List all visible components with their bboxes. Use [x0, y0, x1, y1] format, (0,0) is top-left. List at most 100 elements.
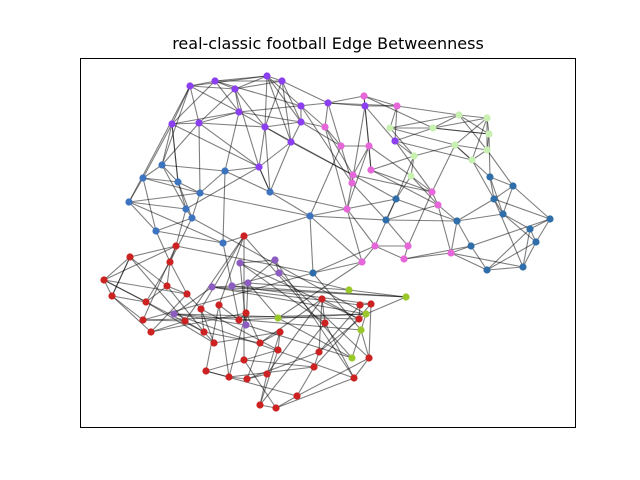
graph-edge [161, 122, 200, 166]
graph-edge [218, 304, 230, 378]
graph-node-blue [158, 161, 166, 169]
graph-edge [296, 357, 370, 397]
graph-edge [198, 122, 260, 168]
graph-edge [300, 105, 326, 128]
graph-node-purple [297, 118, 305, 126]
graph-node-red [310, 363, 318, 371]
graph-node-blue [152, 227, 160, 235]
graph-node-purple [261, 123, 269, 131]
graph-node-pink [348, 179, 356, 187]
graph-node-steel [490, 195, 498, 203]
graph-node-purple [297, 102, 305, 110]
graph-edge [512, 185, 551, 220]
graph-node-steel [453, 217, 461, 225]
graph-edge [458, 114, 488, 119]
graph-node-red [100, 276, 108, 284]
graph-node-red [242, 309, 250, 317]
graph-edge [142, 177, 201, 194]
graph-node-blue [219, 239, 227, 247]
graph-node-lightgreen [485, 130, 493, 138]
graph-edge [161, 164, 179, 183]
graph-node-lime [348, 354, 356, 362]
graph-node-red [365, 354, 373, 362]
graph-edge [177, 181, 201, 194]
graph-edge [309, 198, 397, 217]
graph-edge [432, 117, 488, 129]
graph-node-red [240, 356, 248, 364]
graph-node-pink [428, 188, 436, 196]
graph-node-steel [526, 225, 534, 233]
graph-edge [394, 140, 433, 193]
graph-edge [198, 111, 240, 124]
graph-edge [129, 256, 168, 287]
graph-node-lightgreen [410, 152, 418, 160]
graph-node-red [263, 370, 271, 378]
graph-edge [238, 111, 302, 123]
graph-edge [489, 176, 504, 215]
graph-node-pink [358, 258, 366, 266]
graph-node-lightgreen [451, 141, 459, 149]
graph-edge [166, 285, 205, 333]
graph-edge [290, 121, 302, 143]
graph-node-red [318, 295, 326, 303]
graph-edge [129, 256, 186, 322]
graph-edge [247, 259, 276, 284]
graph-edge [456, 213, 504, 222]
graph-node-steel [519, 263, 527, 271]
graph-edge [410, 175, 433, 193]
graph-edge [155, 217, 193, 232]
graph-edge [275, 377, 355, 409]
graph-edge [456, 198, 495, 222]
graph-node-purple [168, 120, 176, 128]
graph-edge [103, 256, 131, 281]
graph-node-purple [235, 108, 243, 116]
graph-edge [211, 286, 361, 306]
graph-node-red [256, 401, 264, 409]
graph-edge [363, 95, 434, 129]
graph-edge [312, 245, 376, 274]
graph-edge [214, 75, 268, 82]
figure-title: real-classic football Edge Betweenness [172, 34, 484, 53]
graph-edge [228, 366, 315, 378]
graph-edge [142, 177, 179, 183]
graph-node-red [321, 319, 329, 327]
graph-edge [264, 80, 283, 128]
graph-edge [231, 272, 280, 287]
graph-edge [243, 359, 277, 409]
graph-node-red [355, 315, 363, 323]
graph-node-red [202, 367, 210, 375]
graph-edge [142, 245, 177, 321]
graph-edge [486, 149, 514, 187]
graph-node-red [163, 282, 171, 290]
graph-edge [234, 88, 260, 168]
graph-edge [171, 123, 260, 168]
graph-edge [191, 192, 201, 219]
graph-edge [184, 235, 245, 322]
graph-edge [103, 245, 177, 281]
graph-edge [173, 313, 362, 331]
graph-edge [177, 181, 193, 219]
graph-edge [198, 122, 266, 128]
graph-node-red [108, 292, 116, 300]
graph-node-steel [532, 238, 540, 246]
graph-node-red [172, 242, 180, 250]
graph-node-lightgreen [483, 114, 491, 122]
graph-edge [218, 235, 245, 306]
graph-edge [432, 127, 490, 135]
graph-edge [309, 215, 387, 221]
graph-edge [318, 298, 323, 353]
graph-edge [171, 111, 240, 125]
graph-node-purple [195, 119, 203, 127]
graph-node-red [367, 300, 375, 308]
graph-node-steel [467, 242, 475, 250]
graph-node-red [293, 392, 301, 400]
graph-node-steel [546, 215, 554, 223]
graph-edge [346, 208, 376, 247]
graph-edge [368, 145, 412, 177]
graph-edge [258, 141, 292, 168]
graph-edge [403, 245, 472, 260]
graph-edge [161, 123, 173, 166]
graph-edge [489, 176, 514, 187]
graph-edge [211, 286, 367, 315]
graph-edge [489, 176, 495, 200]
